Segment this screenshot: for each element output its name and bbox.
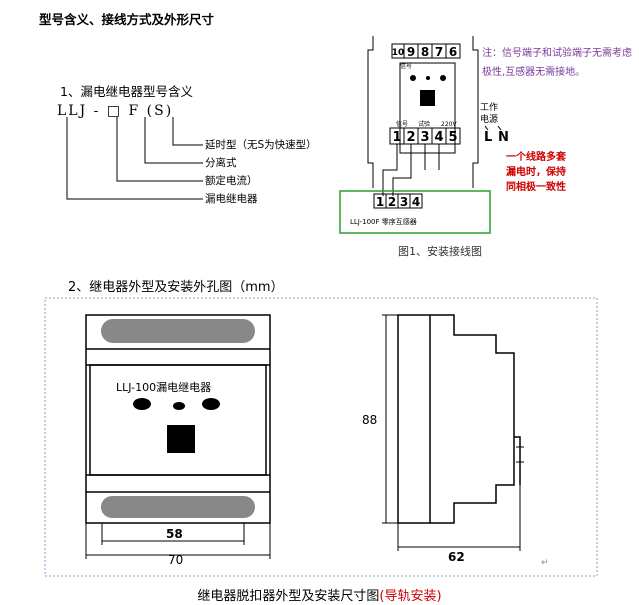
front-label: LLJ-100漏电继电器 — [116, 381, 211, 394]
wiring-note-blue: 注：信号端子和试验端子无需考虑极性,互感器无需接地。 — [482, 48, 632, 78]
ct-terminal-2: 2 — [388, 195, 396, 209]
dim-70: 70 — [168, 553, 183, 567]
dim-58: 58 — [166, 527, 183, 541]
bottom-label-signal: 信号 — [396, 120, 408, 128]
ct-terminal-3: 3 — [400, 195, 408, 209]
legend-rated-current: 额定电流） — [205, 175, 258, 187]
ct-terminal-4: 4 — [412, 195, 420, 209]
power-label-1: 工作 — [480, 101, 498, 113]
dim-62: 62 — [448, 550, 465, 564]
bottom-terminal-2: 2 — [406, 130, 415, 145]
top-terminal-6: 6 — [449, 45, 457, 59]
wiring-diagram: 10 9 8 7 6 信号 信号 试验 220V 1 2 3 4 5 工作 电源… — [339, 36, 508, 234]
bottom-label-220v: 220V — [441, 121, 457, 128]
ct-label: LLJ-100F 零序互感器 — [350, 217, 417, 226]
caption-text: 继电器脱扣器外型及安装尺寸图 — [197, 589, 380, 604]
top-terminal-8: 8 — [421, 45, 429, 59]
bottom-terminal-3: 3 — [420, 130, 429, 145]
bottom-terminal-4: 4 — [434, 130, 443, 145]
bottom-label-test: 试验 — [418, 120, 430, 128]
outline-drawing: LLJ-100漏电继电器 58 70 88 62 ↵ — [44, 297, 598, 577]
legend-separated: 分离式 — [205, 157, 237, 169]
terminal-N: N — [498, 130, 508, 145]
bottom-caption: 继电器脱扣器外型及安装尺寸图(导轨安装) — [0, 585, 639, 604]
top-signal-label: 信号 — [400, 62, 412, 70]
model-code: LLJ - □ F (S) — [57, 103, 174, 119]
model-legend-lines — [66, 117, 203, 200]
outline-section-heading: 2、继电器外型及安装外孔图（mm） — [68, 280, 284, 295]
bottom-terminal-5: 5 — [448, 130, 457, 145]
legend-delay-type: 延时型（无S为快速型） — [205, 139, 317, 151]
ct-terminal-1: 1 — [376, 195, 384, 209]
bottom-terminal-1: 1 — [392, 130, 401, 145]
top-terminal-7: 7 — [435, 45, 443, 59]
paragraph-mark: ↵ — [541, 558, 549, 568]
caption-highlight: (导轨安装) — [379, 589, 442, 604]
top-terminal-9: 9 — [407, 45, 415, 59]
terminal-L: L — [484, 130, 492, 145]
top-terminal-10: 10 — [392, 48, 405, 58]
power-label-2: 电源 — [480, 113, 498, 125]
figure-1-caption: 图1、安装接线图 — [398, 245, 482, 258]
dim-88: 88 — [362, 413, 377, 427]
page-title: 型号含义、接线方式及外形尺寸 — [39, 12, 215, 27]
wiring-note-red: 一个线路多套 漏电时，保持 同相极一致性 — [506, 152, 566, 193]
legend-leakage-relay: 漏电继电器 — [205, 193, 258, 205]
model-section-heading: 1、漏电继电器型号含义 — [60, 84, 193, 99]
